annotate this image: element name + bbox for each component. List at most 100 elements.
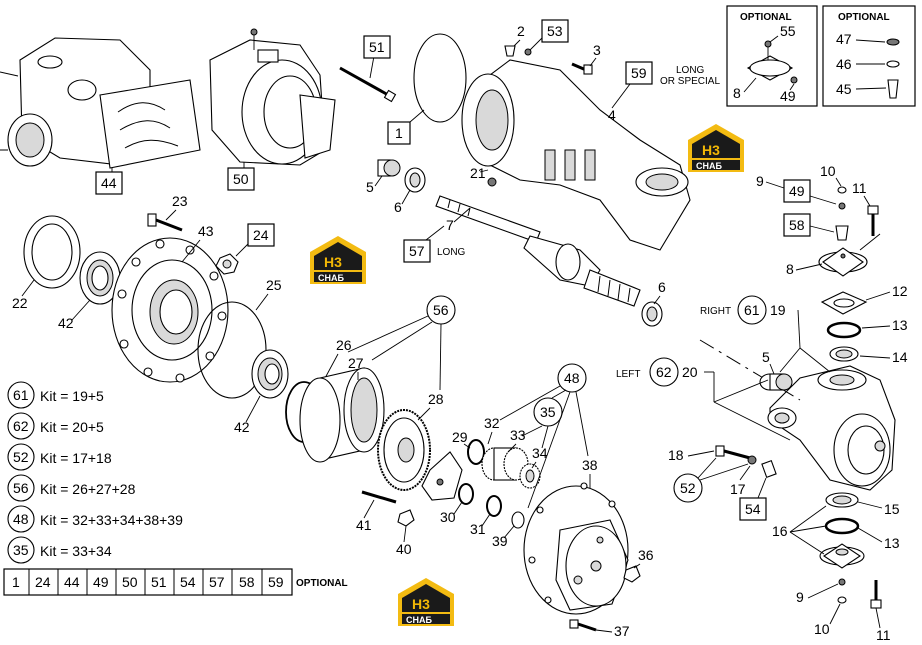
kit-56-number: 56 [13,480,29,496]
label-9a: 9 [756,173,764,189]
label-2: 2 [517,23,525,39]
label-5b: 5 [762,349,770,365]
differential-housing-50 [209,28,336,168]
label-19: 19 [770,302,786,318]
opt-cell-50: 50 [122,574,138,590]
optional-title-left: OPTIONAL [740,12,792,23]
label-left: LEFT [616,369,640,380]
sun-gear-33 [481,447,529,481]
label-4: 4 [608,107,616,123]
note-or-special: OR SPECIAL [660,76,720,87]
label-1: 1 [395,125,403,141]
bolt-3 [571,62,593,75]
kit-48: 48 Kit = 32+33+34+38+39 [7,505,183,533]
logo-3-top: H3 [412,596,430,612]
logo-3-bottom: CHAБ [406,615,432,625]
label-25: 25 [266,277,282,293]
opt-cell-51: 51 [151,574,167,590]
seal-13-top [826,321,862,339]
kit-35: 35 Kit = 33+34 [7,536,112,564]
logo-watermark-2: H3 CHAБ [310,236,366,284]
opt-cell-44: 44 [64,574,80,590]
optional-box-left: OPTIONAL 55 8 49 [726,5,818,107]
label-29: 29 [452,429,468,445]
ring-29 [467,439,485,465]
bearing-42-left [79,251,121,305]
label-right: RIGHT [700,306,731,317]
ring-31 [486,495,502,517]
seal-6-shaft [641,301,663,327]
logo-2-bottom: CHAБ [318,273,344,283]
logo-watermark-1: H3 CHAБ [688,124,744,172]
kit-61-text: Kit = 19+5 [40,388,104,404]
label-24: 24 [253,227,269,243]
box-1 [387,121,411,145]
label-11b: 11 [876,627,891,643]
bolt-11-bottom [870,580,882,609]
note-long-57: LONG [437,247,466,258]
logo-2-top: H3 [324,254,342,270]
label-42a: 42 [58,315,74,331]
axle-arm-housing-4 [461,59,691,251]
label-10b: 10 [814,621,830,637]
box-44 [95,171,123,195]
logo-watermark-3: H3 CHAБ [398,578,454,626]
opt-label-8: 8 [733,85,741,101]
label-9b: 9 [796,589,804,605]
label-23: 23 [172,193,188,209]
wheel-hub-43 [111,237,229,383]
label-51: 51 [369,39,385,55]
bushing-5 [377,159,401,177]
box-59 [625,61,653,85]
label-3: 3 [593,42,601,58]
kit-61-number: 61 [13,387,29,403]
opt-cell-49: 49 [93,574,109,590]
gear-carrier-28 [377,409,431,491]
pin-54 [761,460,777,478]
washer-39 [511,511,525,529]
box-53 [541,19,569,43]
label-42b: 42 [234,419,250,435]
hub-seal-22 [23,215,81,289]
label-14: 14 [892,349,908,365]
label-38: 38 [582,457,598,473]
label-31: 31 [470,521,486,537]
axle-housing-44 [0,37,201,172]
long-bolt-51 [339,55,397,103]
bolt-18 [715,445,757,465]
kit-56-text: Kit = 26+27+28 [40,481,136,497]
circle-61 [737,295,767,325]
box-57 [403,239,431,263]
bearing-42-right [251,349,289,399]
label-12: 12 [892,283,908,299]
label-26: 26 [336,337,352,353]
box-49 [783,179,811,203]
axle-shaft-7 [435,195,641,307]
optional-title-right: OPTIONAL [838,12,890,23]
circle-62 [649,357,679,387]
opt-row-label: OPTIONAL [296,578,348,589]
label-41: 41 [356,517,372,533]
label-6a: 6 [394,199,402,215]
wheel-stud-23 [147,213,183,232]
label-21: 21 [470,165,486,181]
kit-62: 62 Kit = 20+5 [7,412,104,440]
label-15: 15 [884,501,900,517]
opt-cell-57: 57 [209,574,225,590]
kit-48-number: 48 [13,511,29,527]
opt-label-46: 46 [836,56,852,72]
opt-label-47: 47 [836,31,852,47]
label-44: 44 [101,175,117,191]
label-16: 16 [772,523,788,539]
wheel-nut-24 [215,253,239,275]
opt-cell-54: 54 [180,574,196,590]
ring-gear-27 [299,367,385,463]
box-50 [227,167,255,191]
vent-plug-2 [504,45,516,57]
seal-13-bottom [824,517,860,535]
label-52: 52 [680,480,696,496]
ring-30 [458,483,474,505]
kingpin-cap-8 [818,247,868,277]
label-18: 18 [668,447,684,463]
seal-6 [404,167,426,193]
